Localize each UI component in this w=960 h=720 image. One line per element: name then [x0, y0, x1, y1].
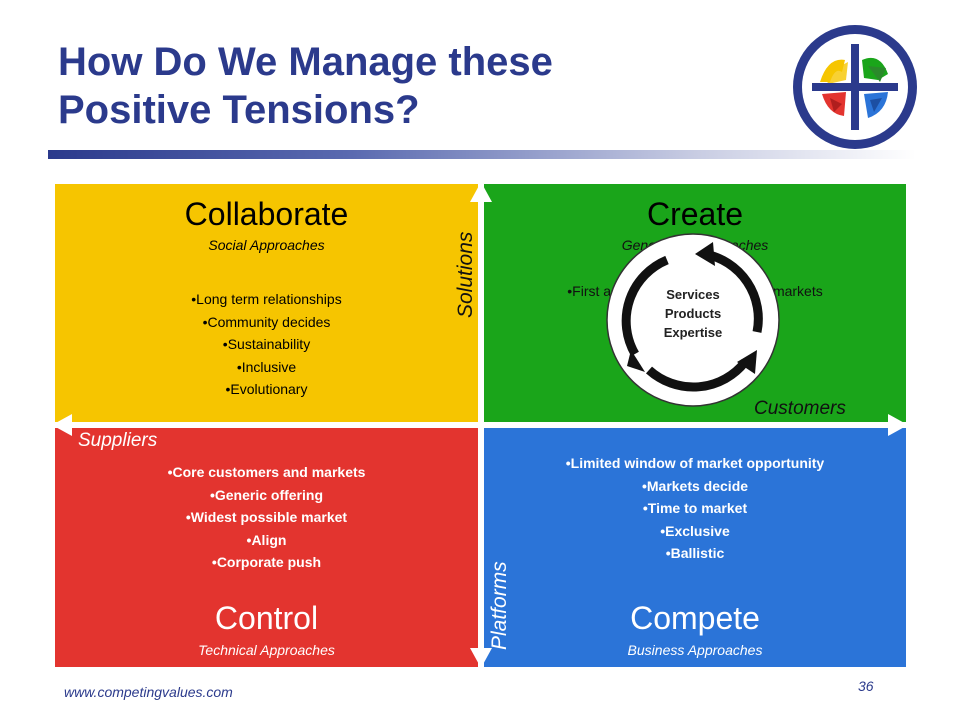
- quadrant-compete-title: Compete: [630, 600, 760, 636]
- list-item: •Align: [246, 531, 287, 548]
- cycle-arrowhead-2-icon: [737, 350, 757, 374]
- title-divider: [48, 150, 916, 159]
- list-item: •Limited window of market opportunity: [565, 455, 825, 471]
- cycle-circle: [606, 233, 780, 407]
- slide-title-line-2: Positive Tensions?: [58, 88, 420, 132]
- slide-title-line-1: How Do We Manage these: [58, 40, 553, 84]
- list-item: •Widest possible market: [185, 509, 348, 525]
- cycle-arrow-1-icon: [704, 249, 763, 333]
- competing-values-logo-icon: [793, 25, 917, 149]
- axis-label-customers: Customers: [754, 398, 846, 419]
- list-item: •Time to market: [642, 500, 748, 516]
- quadrant-control-bullets: •Core customers and markets •Generic off…: [55, 461, 478, 574]
- list-item: •Exclusive: [660, 522, 730, 539]
- cycle-arrow-3-icon: [621, 255, 669, 357]
- cycle-arrowhead-1-icon: [695, 242, 715, 266]
- footer-url: www.competingvalues.com: [64, 684, 233, 700]
- quadrant-collaborate: Collaborate Social Approaches •Long term…: [55, 184, 478, 422]
- axis-label-solutions: Solutions: [454, 231, 477, 318]
- cycle-label-services: Services: [666, 287, 720, 302]
- axis-label-platforms: Platforms: [488, 561, 511, 650]
- cycle-arrowhead-3-icon: [627, 350, 645, 372]
- list-item: •Ballistic: [665, 545, 725, 561]
- list-item: •Generic offering: [209, 486, 324, 503]
- quadrant-compete: •Limited window of market opportunity •M…: [484, 428, 906, 667]
- quadrant-create-title: Create: [646, 196, 744, 232]
- page-number: 36: [858, 678, 874, 694]
- slide-title: How Do We Manage these Positive Tensions…: [58, 38, 758, 134]
- quadrant-collaborate-subtitle: Social Approaches: [208, 237, 325, 253]
- quadrant-compete-subtitle: Business Approaches: [627, 642, 763, 658]
- list-item: •Inclusive: [236, 358, 297, 375]
- cycle-diagram: [606, 233, 780, 407]
- list-item: •Long term relationships: [191, 291, 342, 307]
- cycle-labels: Services Products Expertise: [640, 285, 746, 342]
- quadrant-compete-bullets: •Limited window of market opportunity •M…: [484, 452, 906, 565]
- cycle-label-products: Products: [664, 306, 722, 321]
- list-item: •Community decides: [202, 313, 331, 330]
- list-item: •Corporate push: [211, 554, 322, 570]
- quadrant-control-subtitle: Technical Approaches: [198, 642, 335, 658]
- list-item: •Sustainability: [222, 336, 311, 352]
- quadrant-collaborate-bullets: •Long term relationships •Community deci…: [55, 288, 478, 401]
- list-item: •Evolutionary: [225, 381, 308, 397]
- cycle-label-expertise: Expertise: [663, 325, 723, 340]
- cycle-arrow-2-icon: [645, 359, 749, 392]
- axis-label-suppliers: Suppliers: [78, 430, 158, 451]
- quadrant-control-title: Control: [214, 600, 319, 636]
- list-item: •Markets decide: [641, 477, 749, 494]
- quadrant-collaborate-title: Collaborate: [184, 196, 349, 232]
- list-item: •Core customers and markets: [167, 464, 366, 480]
- quadrant-control: •Core customers and markets •Generic off…: [55, 428, 478, 667]
